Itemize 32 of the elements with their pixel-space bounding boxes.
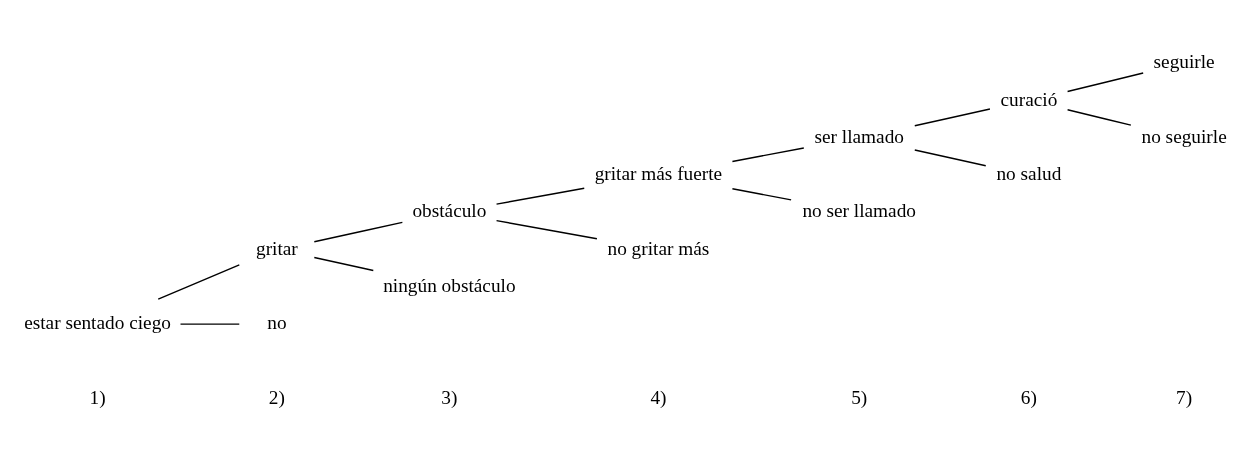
label: 2) <box>268 386 285 408</box>
node-text: curació <box>1000 88 1058 110</box>
label: 5) <box>851 386 868 408</box>
node-text: no gritar más <box>607 237 710 259</box>
node-text: obstáculo <box>412 199 487 221</box>
connector <box>914 148 987 166</box>
connector <box>313 221 404 242</box>
connector <box>157 263 240 300</box>
node-text: gritar más fuerte <box>594 162 723 184</box>
connector <box>179 322 240 325</box>
connector <box>731 187 792 200</box>
connector <box>1066 108 1132 126</box>
node-text: gritar <box>256 237 298 259</box>
node-text: ningún obstáculo <box>383 274 516 296</box>
label: 1) <box>89 386 106 408</box>
node-text: no ser llamado <box>802 199 916 221</box>
connector <box>1066 71 1144 92</box>
node-text: seguirle <box>1153 50 1215 72</box>
label: 6) <box>1020 386 1037 408</box>
node-text: estar sentado ciego <box>24 311 171 333</box>
connector <box>731 146 805 162</box>
node-text: ser llamado <box>814 125 904 147</box>
label: 7) <box>1176 386 1193 408</box>
connector <box>914 107 991 126</box>
node-text: no <box>267 311 287 333</box>
node-text: no seguirle <box>1141 125 1227 147</box>
label: 3) <box>441 386 458 408</box>
connector <box>495 219 598 239</box>
node-text: no salud <box>996 162 1062 184</box>
label: 4) <box>650 386 667 408</box>
connector <box>313 256 374 271</box>
connector <box>495 187 585 205</box>
